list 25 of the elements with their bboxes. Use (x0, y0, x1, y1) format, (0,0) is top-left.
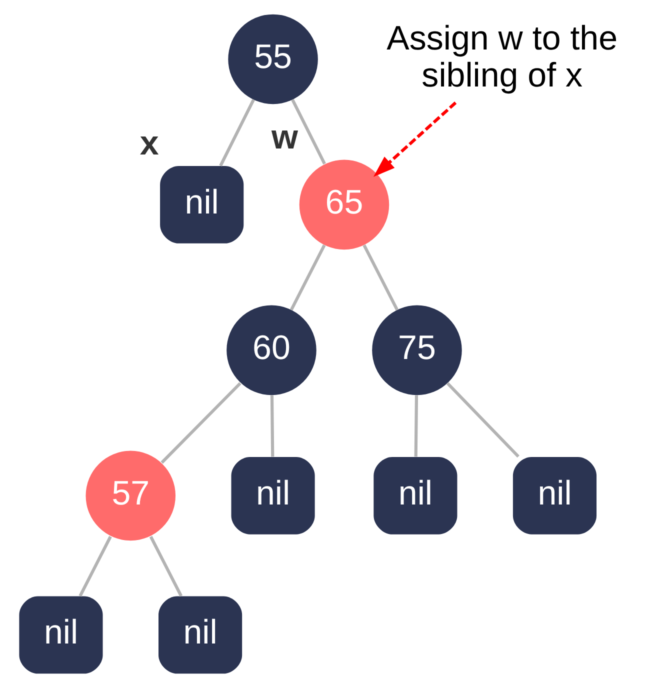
connector (289, 244, 326, 310)
node-box: nil (18, 596, 102, 674)
node-circle: 60 (226, 305, 316, 396)
connector (290, 98, 326, 164)
connector (78, 536, 112, 597)
arrow (372, 102, 456, 177)
connector (446, 382, 519, 458)
connector (414, 395, 418, 457)
node-box: nil (160, 166, 244, 244)
node-circle: 75 (372, 305, 462, 396)
node-label: w (270, 118, 298, 156)
node-label: x (139, 124, 158, 163)
node-circle: 57 (85, 450, 176, 541)
node-circle: 65 (298, 160, 389, 250)
connector (218, 98, 254, 166)
node-box: nil (230, 457, 314, 534)
connector (362, 244, 398, 310)
connector (160, 382, 241, 464)
connector (148, 536, 182, 597)
node-box: nil (373, 457, 457, 534)
node-box: nil (158, 596, 242, 674)
connector (270, 395, 274, 457)
node-circle: 55 (228, 14, 318, 104)
node-box: nil (512, 457, 596, 534)
node-text: Assign w to the sibling of x (386, 19, 618, 94)
